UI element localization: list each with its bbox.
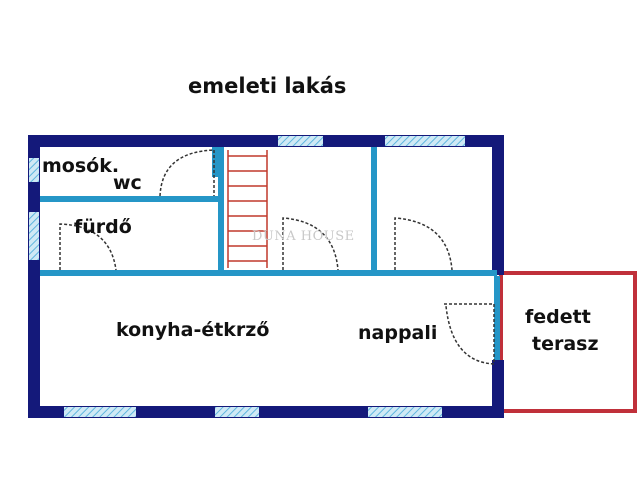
- room-label-wc: wc: [113, 172, 142, 194]
- stair-room-door-swing: [282, 217, 339, 271]
- stairs: [227, 150, 268, 268]
- windows: [29, 136, 465, 417]
- room-label-terrace-line1: fedett: [525, 306, 591, 328]
- room-label-bathroom: fürdő: [74, 216, 132, 238]
- room-label-kitchen-dining: konyha-étkrző: [116, 319, 270, 341]
- wc-door-swing: [159, 149, 215, 197]
- plan-title: emeleti lakás: [188, 74, 347, 98]
- interior-walls: [40, 147, 500, 360]
- bathroom-door-swing: [59, 223, 117, 271]
- room-label-living-room: nappali: [358, 322, 438, 344]
- doors: [59, 149, 495, 365]
- right-room-door-swing: [394, 217, 453, 271]
- room-label-terrace-line2: terasz: [532, 333, 599, 355]
- terrace-outline: [499, 271, 637, 413]
- outer-walls: [28, 135, 504, 418]
- living-door-swing: [444, 303, 495, 365]
- watermark-logo: DUNA HOUSE: [252, 229, 355, 244]
- room-label-laundry: mosók.: [42, 155, 120, 177]
